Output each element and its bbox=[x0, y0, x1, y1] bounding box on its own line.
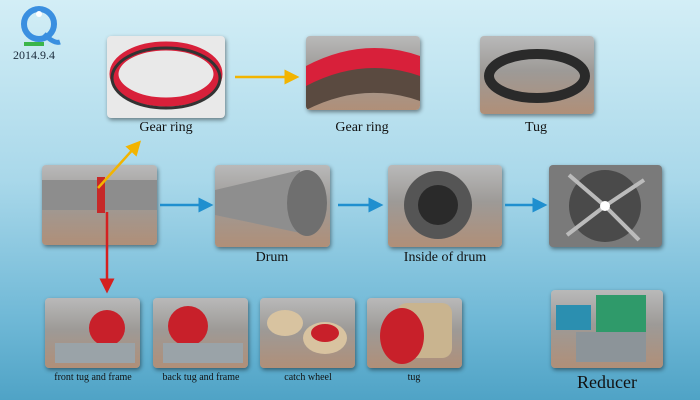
company-logo bbox=[14, 4, 64, 54]
drum-label: Drum bbox=[255, 250, 289, 265]
gear-ring-label: Gear ring bbox=[139, 120, 193, 135]
gear-ring-closeup-label: Gear ring bbox=[335, 120, 389, 135]
inside-of-drum-photo bbox=[388, 165, 502, 247]
drum-photo bbox=[215, 165, 330, 247]
tug-label: Tug bbox=[524, 120, 548, 135]
tug-ring-photo bbox=[480, 36, 594, 114]
catch-wheel-label: catch wheel bbox=[284, 372, 332, 383]
front-tug-and-frame-label: front tug and frame bbox=[54, 372, 132, 383]
front-tug-and-frame-photo bbox=[45, 298, 140, 368]
drum-interior-closeup-photo bbox=[549, 165, 662, 247]
reducer-photo bbox=[551, 290, 663, 368]
logo-date: 2014.9.4 bbox=[13, 48, 55, 62]
yellow-arrow-diagonal bbox=[97, 140, 142, 189]
tug-wheel-label: tug bbox=[407, 372, 421, 383]
gear-ring-photo bbox=[107, 36, 225, 118]
reducer-label: Reducer bbox=[577, 372, 637, 392]
inside-of-drum-label: Inside of drum bbox=[403, 250, 487, 265]
back-tug-and-frame-label: back tug and frame bbox=[162, 372, 240, 383]
tug-wheel-photo bbox=[367, 298, 462, 368]
back-tug-and-frame-photo bbox=[153, 298, 248, 368]
catch-wheel-photo bbox=[260, 298, 355, 368]
gear-ring-closeup-photo bbox=[306, 36, 420, 110]
